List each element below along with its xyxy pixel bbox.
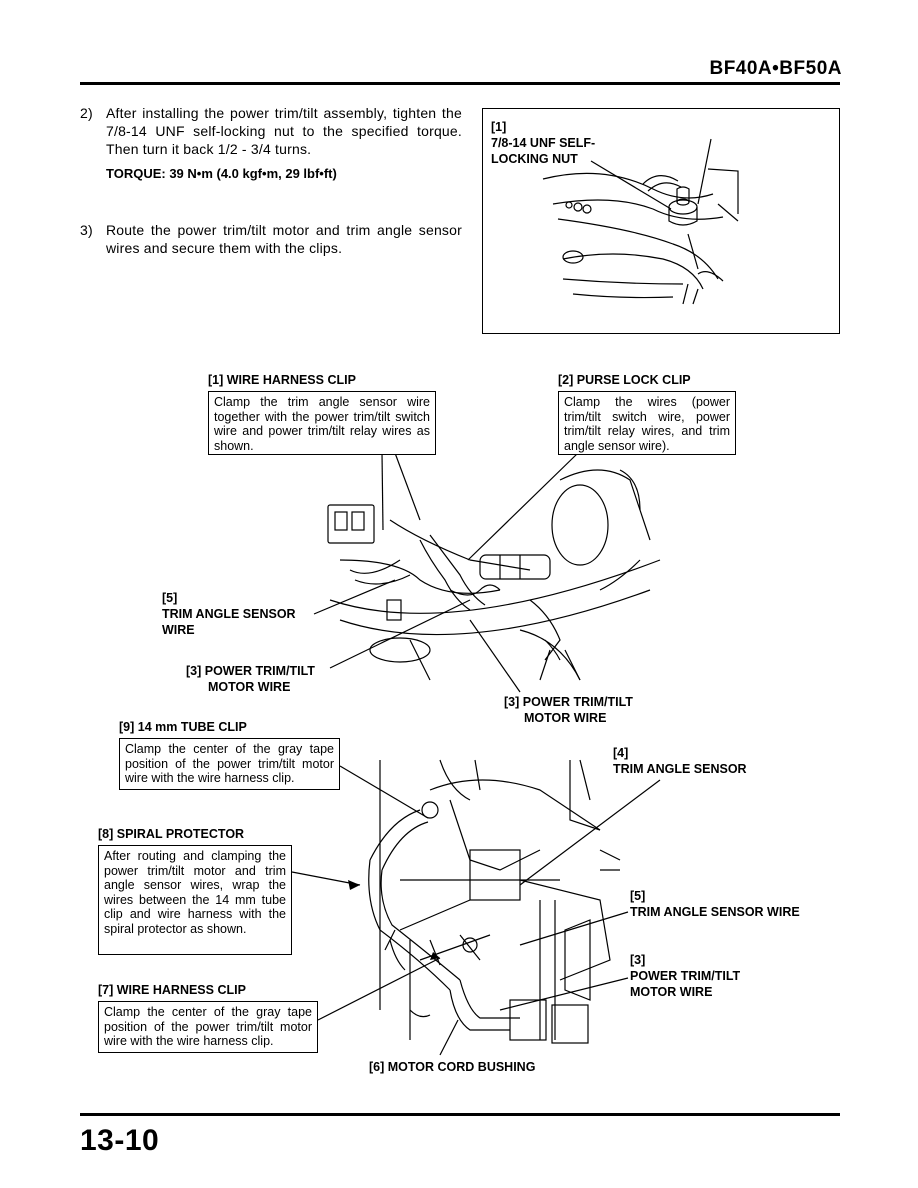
callout-line: TRIM ANGLE SENSOR WIRE: [630, 905, 800, 919]
callout-index: [1]: [491, 120, 507, 134]
label-tube-clip: [9] 14 mm TUBE CLIP: [119, 720, 247, 734]
manual-model-title: BF40A•BF50A: [709, 58, 842, 79]
label-trim-angle-sensor: [4] TRIM ANGLE SENSOR: [613, 745, 747, 777]
callout-line: POWER TRIM/TILT: [630, 969, 741, 983]
step-text: After installing the power trim/tilt ass…: [106, 105, 462, 157]
locking-nut-illustration: [542, 138, 739, 305]
callout-index: [5]: [630, 889, 646, 903]
note-wire-harness-clip-7: Clamp the center of the gray tape positi…: [98, 1001, 318, 1053]
label-wire-harness-clip-7: [7] WIRE HARNESS CLIP: [98, 983, 246, 997]
note-tube-clip: Clamp the center of the gray tape positi…: [119, 738, 340, 790]
step-number: 2): [80, 105, 93, 121]
callout-line: [3] POWER TRIM/TILT: [504, 695, 633, 709]
step-3: 3) Route the power trim/tilt motor and t…: [80, 221, 464, 261]
callout-line: TRIM ANGLE SENSOR: [613, 762, 747, 776]
step-2: 2) After installing the power trim/tilt …: [80, 104, 464, 160]
label-spiral-protector: [8] SPIRAL PROTECTOR: [98, 827, 245, 841]
callout-index: [4]: [613, 746, 629, 760]
label-purse-lock-clip: [2] PURSE LOCK CLIP: [558, 373, 691, 387]
label-motor-wire-right: [3] POWER TRIM/TILT MOTOR WIRE: [504, 694, 633, 726]
step-text: Route the power trim/tilt motor and trim…: [106, 222, 462, 256]
callout-locking-nut: [1] 7/8-14 UNF SELF- LOCKING NUT: [491, 119, 595, 167]
callout-line: LOCKING NUT: [491, 152, 578, 166]
label-motor-wire-3: [3] POWER TRIM/TILT MOTOR WIRE: [630, 952, 740, 1000]
callout-line: MOTOR WIRE: [208, 680, 291, 694]
callout-line: WIRE: [162, 623, 195, 637]
callout-line: [3] POWER TRIM/TILT: [186, 664, 315, 678]
callout-line: 7/8-14 UNF SELF-: [491, 136, 596, 150]
label-wire-harness-clip: [1] WIRE HARNESS CLIP: [208, 373, 356, 387]
torque-spec: TORQUE: 39 N•m (4.0 kgf•m, 29 lbf•ft): [106, 166, 337, 181]
figure-locking-nut: [1] 7/8-14 UNF SELF- LOCKING NUT: [482, 108, 840, 334]
note-purse-lock-clip: Clamp the wires (power trim/tilt switch …: [558, 391, 736, 455]
footer-rule: [80, 1113, 840, 1116]
step-number: 3): [80, 222, 93, 238]
callout-line: MOTOR WIRE: [524, 711, 607, 725]
callout-line: MOTOR WIRE: [630, 985, 713, 999]
label-trim-angle-sensor-wire-5: [5] TRIM ANGLE SENSOR WIRE: [630, 888, 800, 920]
note-wire-harness-clip: Clamp the trim angle sensor wire togethe…: [208, 391, 436, 455]
label-trim-angle-sensor-wire: [5] TRIM ANGLE SENSOR WIRE: [162, 590, 296, 638]
header-rule: [80, 82, 840, 85]
callout-index: [5]: [162, 591, 178, 605]
label-motor-cord-bushing: [6] MOTOR CORD BUSHING: [369, 1060, 536, 1074]
callout-line: TRIM ANGLE SENSOR: [162, 607, 296, 621]
page-number: 13-10: [80, 1124, 160, 1157]
callout-index: [3]: [630, 953, 646, 967]
note-spiral-protector: After routing and clamping the power tri…: [98, 845, 292, 955]
label-motor-wire-left: [3] POWER TRIM/TILT MOTOR WIRE: [186, 663, 315, 695]
